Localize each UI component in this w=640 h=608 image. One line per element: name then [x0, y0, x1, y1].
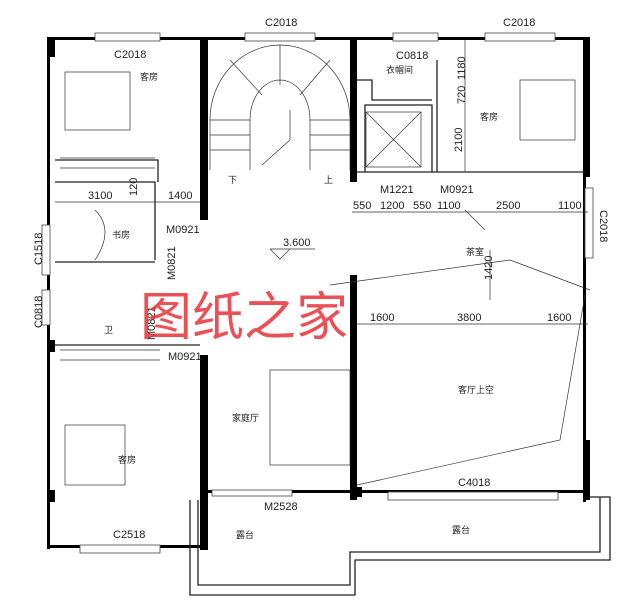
dimension-label: 120: [128, 178, 140, 196]
room-labels: 客房 客房 客房 书房 衣帽间 茶室 卫 家庭厅 客厅上空 露台 露台 下 上: [104, 64, 498, 541]
dimension-label: 1200: [380, 200, 404, 212]
room-label: 书房: [112, 229, 130, 241]
door-label: M0921: [168, 351, 202, 363]
room-label: 衣帽间: [386, 64, 413, 76]
dimension-label: 1100: [558, 200, 582, 212]
room-label: 客厅上空: [458, 384, 494, 396]
door-label: M2528: [264, 501, 298, 513]
dimension-label: 1180: [456, 56, 468, 80]
stair-up-label: 上: [324, 175, 333, 186]
room-label: 家庭厅: [232, 412, 259, 424]
door-label: M1221: [380, 184, 414, 196]
dimensions: 3100 120 1400 1180 720 2100 1420 550 120…: [55, 40, 588, 325]
room-label: 客房: [118, 454, 136, 466]
window-label: C4018: [458, 477, 490, 489]
dimension-label: 3100: [88, 190, 112, 202]
dimension-label: 720: [456, 86, 468, 104]
partitions: [55, 60, 585, 361]
dimension-label: 1600: [547, 312, 571, 324]
door-labels: M0921 M0821 M1221 M0921 M0821 M0921 M252…: [146, 184, 474, 513]
dimension-label: 2100: [453, 128, 465, 152]
room-label: 卫: [104, 326, 113, 336]
dimension-label: 550: [353, 200, 371, 212]
door-label: M0821: [166, 246, 178, 280]
dimension-label: 1600: [370, 312, 394, 324]
window-labels: C2018 C2018 C2018 C0818 C1518 C0818 C201…: [33, 17, 609, 541]
dimension-label: 1400: [168, 190, 192, 202]
window-label: C1518: [33, 233, 45, 265]
window-label: C2018: [265, 17, 297, 29]
stair-down-label: 下: [228, 176, 237, 186]
staircase: [209, 44, 351, 170]
watermark: 图纸之家: [140, 288, 348, 348]
dimension-label: 3800: [457, 312, 481, 324]
window-label: C2018: [114, 49, 146, 61]
room-label: 客房: [140, 71, 158, 83]
windows: [41, 32, 594, 554]
room-label: 露台: [452, 524, 470, 536]
dimension-label: 1420: [483, 256, 495, 280]
door-label: M0921: [166, 224, 200, 236]
room-label: 露台: [236, 529, 254, 541]
window-label: C2018: [597, 210, 609, 242]
level-label: 3.600: [283, 237, 311, 249]
level-marker: 3.600: [269, 237, 315, 260]
dimension-label: 550: [413, 200, 431, 212]
window-label: C0818: [33, 296, 45, 328]
window-label: C0818: [396, 50, 428, 62]
dimension-label: 2500: [496, 200, 520, 212]
furniture: [64, 71, 591, 486]
room-label: 客房: [480, 111, 498, 123]
dimension-label: 1100: [437, 200, 461, 212]
door-label: M0921: [440, 184, 474, 196]
terrace: [189, 496, 611, 596]
room-label: 茶室: [466, 246, 484, 258]
window-label: C2518: [113, 529, 145, 541]
window-label: C2018: [503, 17, 535, 29]
door-label: M0821: [146, 306, 158, 340]
